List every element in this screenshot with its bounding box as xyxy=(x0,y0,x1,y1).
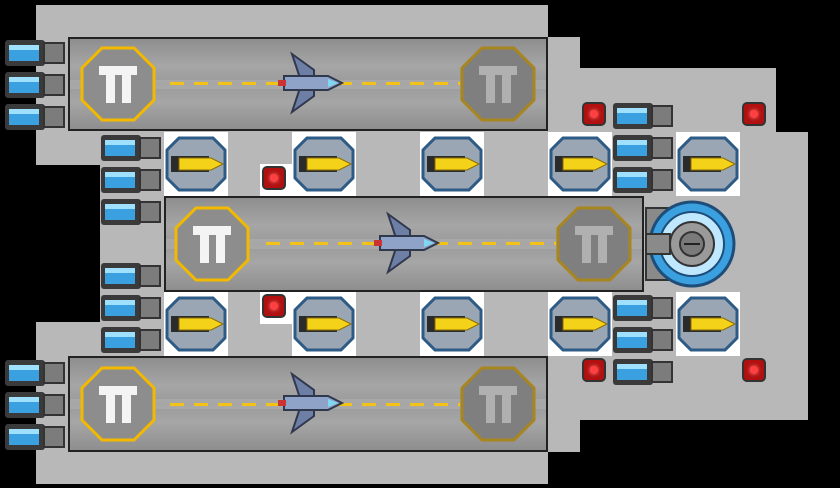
thruster-icon[interactable] xyxy=(4,70,66,100)
thruster-icon[interactable] xyxy=(612,293,674,323)
landing-pad-inactive-icon[interactable] xyxy=(460,366,536,442)
thruster-icon[interactable] xyxy=(612,101,674,131)
missile-launcher-icon[interactable] xyxy=(165,136,227,192)
fighter-ship-icon[interactable] xyxy=(368,208,448,278)
thruster-icon[interactable] xyxy=(4,390,66,420)
thruster-icon[interactable] xyxy=(100,197,162,227)
shield-generator-icon[interactable] xyxy=(644,196,740,292)
missile-launcher-icon[interactable] xyxy=(421,136,483,192)
landing-pad-active-icon[interactable] xyxy=(174,206,250,282)
thruster-icon[interactable] xyxy=(612,325,674,355)
power-node-icon[interactable] xyxy=(742,358,766,382)
missile-launcher-icon[interactable] xyxy=(421,296,483,352)
thruster-icon[interactable] xyxy=(612,133,674,163)
missile-launcher-icon[interactable] xyxy=(165,296,227,352)
power-node-icon[interactable] xyxy=(582,102,606,126)
thruster-icon[interactable] xyxy=(612,357,674,387)
fighter-ship-icon[interactable] xyxy=(272,48,352,118)
thruster-icon[interactable] xyxy=(4,102,66,132)
fighter-ship-icon[interactable] xyxy=(272,368,352,438)
power-node-icon[interactable] xyxy=(262,294,286,318)
landing-pad-active-icon[interactable] xyxy=(80,46,156,122)
thruster-icon[interactable] xyxy=(612,165,674,195)
thruster-icon[interactable] xyxy=(100,293,162,323)
landing-pad-active-icon[interactable] xyxy=(80,366,156,442)
thruster-icon[interactable] xyxy=(100,261,162,291)
missile-launcher-icon[interactable] xyxy=(549,136,611,192)
power-node-icon[interactable] xyxy=(262,166,286,190)
power-node-icon[interactable] xyxy=(742,102,766,126)
missile-launcher-icon[interactable] xyxy=(293,296,355,352)
missile-launcher-icon[interactable] xyxy=(293,136,355,192)
thruster-icon[interactable] xyxy=(4,38,66,68)
power-node-icon[interactable] xyxy=(582,358,606,382)
missile-launcher-icon[interactable] xyxy=(677,136,739,192)
thruster-icon[interactable] xyxy=(4,422,66,452)
thruster-icon[interactable] xyxy=(4,358,66,388)
thruster-icon[interactable] xyxy=(100,133,162,163)
thruster-icon[interactable] xyxy=(100,325,162,355)
thruster-icon[interactable] xyxy=(100,165,162,195)
missile-launcher-icon[interactable] xyxy=(549,296,611,352)
hull-top-strip xyxy=(36,5,548,37)
missile-launcher-icon[interactable] xyxy=(677,296,739,352)
landing-pad-inactive-icon[interactable] xyxy=(556,206,632,282)
hull-bottom-strip xyxy=(36,452,548,484)
landing-pad-inactive-icon[interactable] xyxy=(460,46,536,122)
